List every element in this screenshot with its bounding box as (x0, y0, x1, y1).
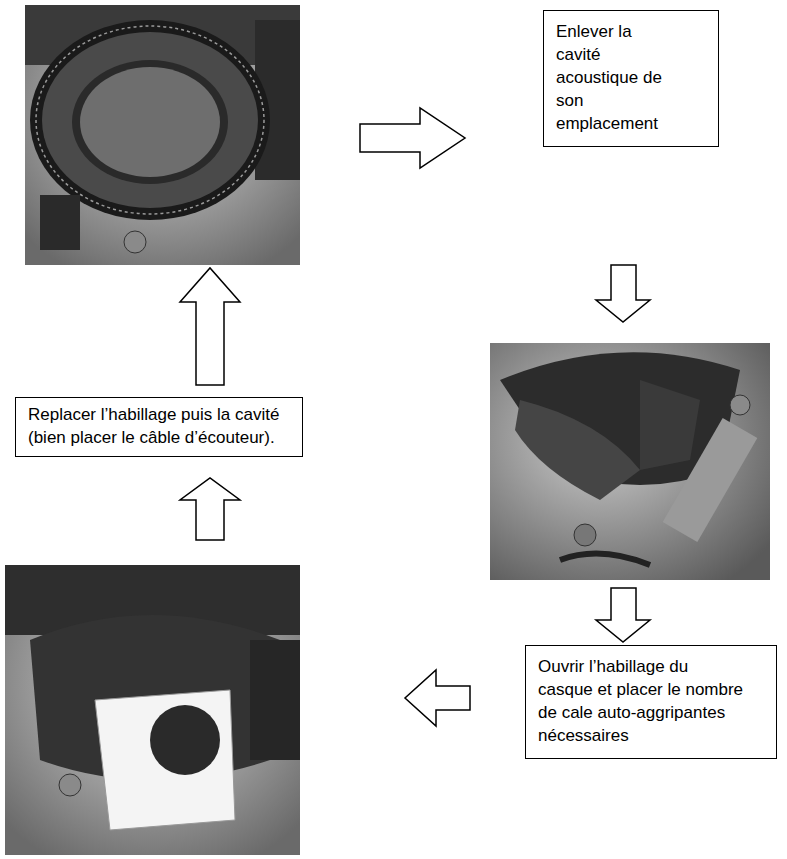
process-box: Replacer l’habillage puis la cavité (bie… (15, 397, 303, 457)
step-text: Replacer l’habillage puis la cavité (bie… (28, 404, 290, 450)
hollow-arrow-down (596, 265, 650, 322)
photo-earcup (25, 5, 300, 265)
step-text: Ouvrir l’habillage du casque et placer l… (538, 656, 746, 748)
hollow-arrow-up (180, 478, 240, 540)
process-box: Enlever la cavité acoustique de son empl… (543, 10, 719, 147)
hollow-arrow-right (360, 108, 465, 168)
hollow-arrow-left (405, 670, 470, 726)
process-box: Ouvrir l’habillage du casque et placer l… (525, 645, 777, 759)
photo-shims (5, 565, 300, 855)
photo-open-shell (490, 343, 770, 580)
hollow-arrow-down (596, 588, 650, 642)
hollow-arrow-up (180, 268, 240, 385)
step-text: Enlever la cavité acoustique de son empl… (556, 21, 674, 136)
